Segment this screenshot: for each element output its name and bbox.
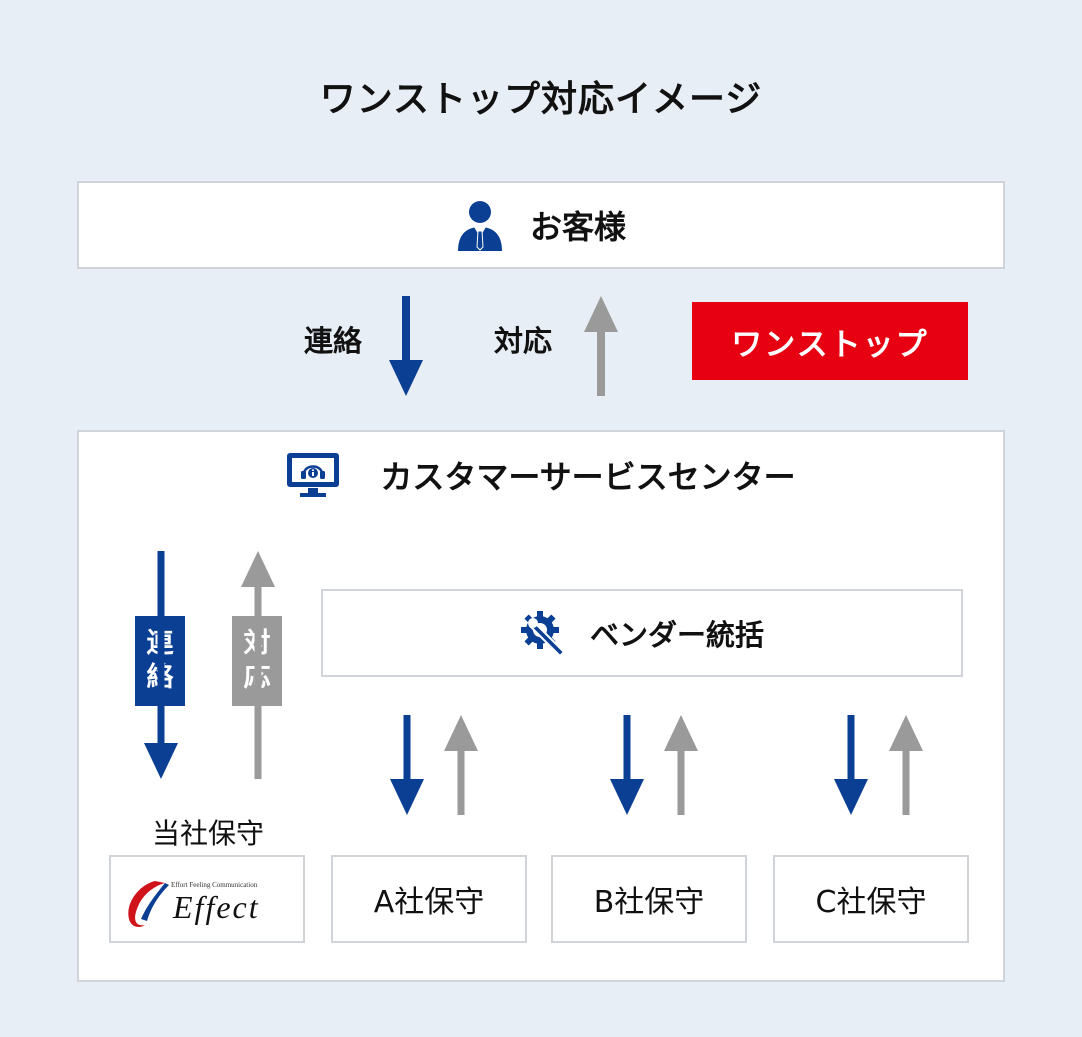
support-monitor-icon: [286, 452, 340, 498]
vendor-c-box: C社保守: [773, 855, 969, 943]
response-vertical-tag: 対 応: [232, 616, 282, 706]
contact-down-arrow: [389, 296, 423, 396]
contact-label: 連絡: [304, 324, 363, 358]
gear-wrench-icon: [520, 610, 566, 658]
response-char-2: 応: [243, 662, 271, 693]
contact-vertical-tag: 連 絡: [135, 616, 185, 706]
person-icon: [456, 199, 504, 251]
contact-char-2: 絡: [146, 662, 174, 693]
customer-label: お客様: [529, 208, 626, 246]
response-char-1: 対: [243, 628, 271, 659]
response-label: 対応: [494, 324, 553, 358]
vendor-b-box: B社保守: [551, 855, 747, 943]
customer-box: お客様: [77, 181, 1005, 269]
effect-logo: Effort Feeling Communication Effect: [121, 871, 297, 931]
page-title: ワンストップ対応イメージ: [319, 79, 763, 120]
service-center-label: カスタマーサービスセンター: [380, 457, 796, 496]
response-up-arrow: [584, 296, 618, 396]
vendor-management-label: ベンダー統括: [589, 618, 764, 652]
vendor-management-box: ベンダー統括: [321, 589, 963, 677]
service-center-header: カスタマーサービスセンター: [77, 430, 1005, 518]
one-stop-badge: ワンストップ: [692, 302, 968, 380]
logo-word: Effect: [173, 889, 260, 925]
in-house-caption: 当社保守: [151, 817, 264, 850]
logo-tagline: Effort Feeling Communication: [171, 881, 258, 889]
contact-char-1: 連: [146, 628, 174, 659]
in-house-logo-box: Effort Feeling Communication Effect: [109, 855, 305, 943]
vendor-a-box: A社保守: [331, 855, 527, 943]
